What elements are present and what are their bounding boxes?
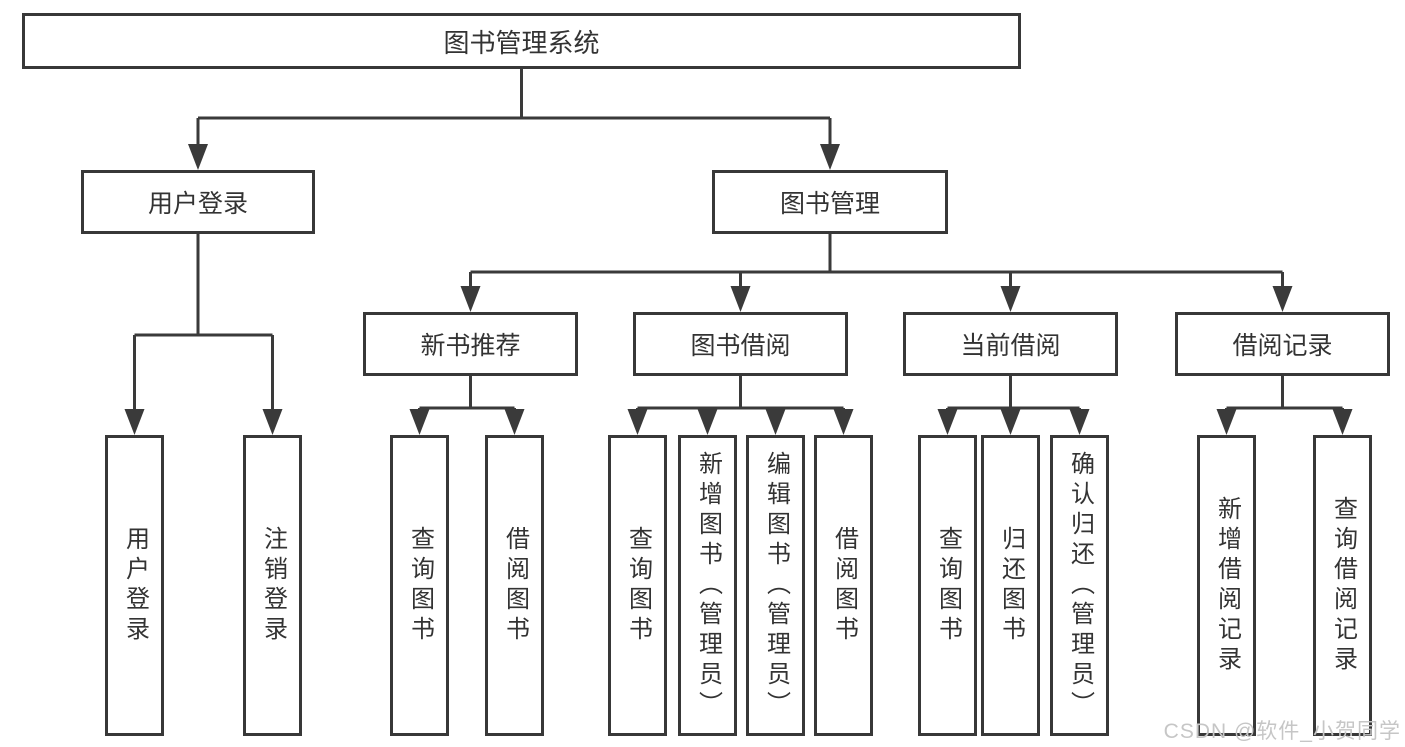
leaf-label: 归还图书: [997, 525, 1025, 646]
watermark: CSDN @软件_小贺同学: [1163, 720, 1401, 743]
leaf-logout: 注销登录: [243, 435, 302, 736]
node-current-borrow: 当前借阅: [903, 312, 1118, 376]
node-book-management: 图书管理: [712, 170, 948, 234]
node-label: 新书推荐: [420, 332, 521, 360]
leaf-add-borrow-record: 新增借阅记录: [1197, 435, 1256, 736]
node-label: 当前借阅: [960, 332, 1061, 360]
leaf-label: 编辑图书（管理员）: [762, 450, 790, 721]
leaf-label: 借阅图书: [501, 525, 529, 646]
leaf-label: 查询图书: [406, 525, 434, 646]
node-library-management-system: 图书管理系统: [22, 13, 1021, 69]
leaf-borrow-book-recommend: 借阅图书: [485, 435, 544, 736]
leaf-label: 查询借阅记录: [1329, 495, 1357, 676]
leaf-query-book-borrow: 查询图书: [608, 435, 667, 736]
leaf-label: 确认归还（管理员）: [1066, 450, 1094, 721]
leaf-label: 借阅图书: [830, 525, 858, 646]
node-book-borrow: 图书借阅: [633, 312, 848, 376]
leaf-query-borrow-record: 查询借阅记录: [1313, 435, 1372, 736]
leaf-confirm-return-admin: 确认归还（管理员）: [1050, 435, 1109, 736]
leaf-label: 新增图书（管理员）: [694, 450, 722, 721]
leaf-label: 查询图书: [934, 525, 962, 646]
leaf-label: 新增借阅记录: [1213, 495, 1241, 676]
node-label: 用户登录: [147, 190, 248, 218]
leaf-add-book-admin: 新增图书（管理员）: [678, 435, 737, 736]
node-label: 图书借阅: [690, 332, 791, 360]
node-label: 图书管理: [779, 190, 880, 218]
node-new-book-recommend: 新书推荐: [363, 312, 578, 376]
leaf-query-book-recommend: 查询图书: [390, 435, 449, 736]
leaf-borrow-book: 借阅图书: [814, 435, 873, 736]
leaf-return-book: 归还图书: [981, 435, 1040, 736]
node-label: 图书管理系统: [443, 27, 600, 58]
node-label: 借阅记录: [1232, 332, 1333, 360]
leaf-edit-book-admin: 编辑图书（管理员）: [746, 435, 805, 736]
leaf-label: 查询图书: [624, 525, 652, 646]
leaf-query-book-current: 查询图书: [918, 435, 977, 736]
leaf-user-login: 用户登录: [105, 435, 164, 736]
leaf-label: 注销登录: [259, 525, 287, 646]
node-borrow-record: 借阅记录: [1175, 312, 1390, 376]
node-user-login: 用户登录: [81, 170, 315, 234]
leaf-label: 用户登录: [121, 525, 149, 646]
